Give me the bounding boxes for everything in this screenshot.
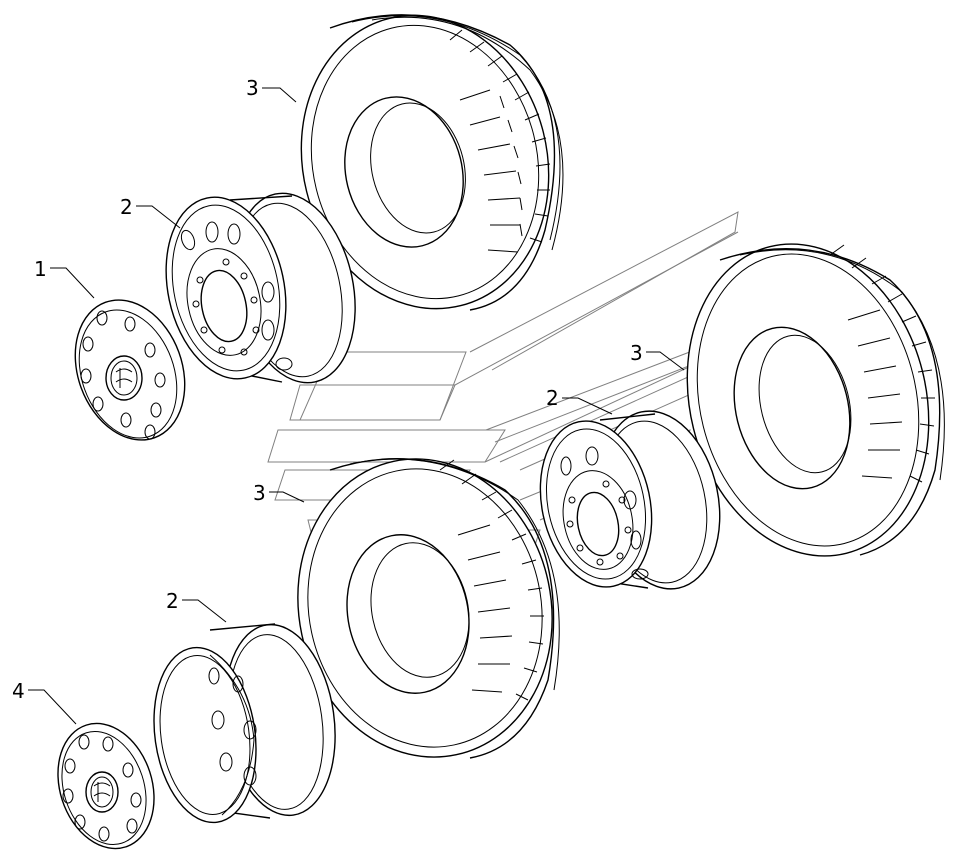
callout-label: 3 [253, 481, 266, 505]
leader-line [646, 351, 685, 371]
tread-pattern-middle [439, 459, 544, 701]
leader-line [562, 397, 613, 415]
leader-line [28, 689, 77, 725]
callout-label: 2 [166, 589, 179, 613]
leader-line [136, 205, 181, 229]
tread-pattern-upper [449, 29, 551, 253]
leader-line [262, 87, 297, 103]
callout-label: 2 [120, 195, 133, 219]
tire-right [686, 243, 945, 557]
callout-label: 3 [630, 341, 643, 365]
tread-pattern-right [829, 244, 935, 483]
rim-right [539, 410, 721, 590]
leader-line [182, 599, 227, 623]
leader-line [50, 267, 95, 299]
hubcap-lower [57, 722, 155, 850]
hubcap-upper [74, 299, 186, 441]
callout-label: 3 [246, 76, 259, 100]
tire-middle [297, 458, 560, 759]
rim-upper [165, 192, 356, 384]
tire-upper [300, 14, 564, 311]
callout-label: 4 [12, 679, 25, 703]
callout-label: 1 [34, 257, 47, 281]
rim-lower [153, 623, 336, 824]
callout-label: 2 [546, 386, 559, 410]
leader-line [269, 491, 305, 503]
